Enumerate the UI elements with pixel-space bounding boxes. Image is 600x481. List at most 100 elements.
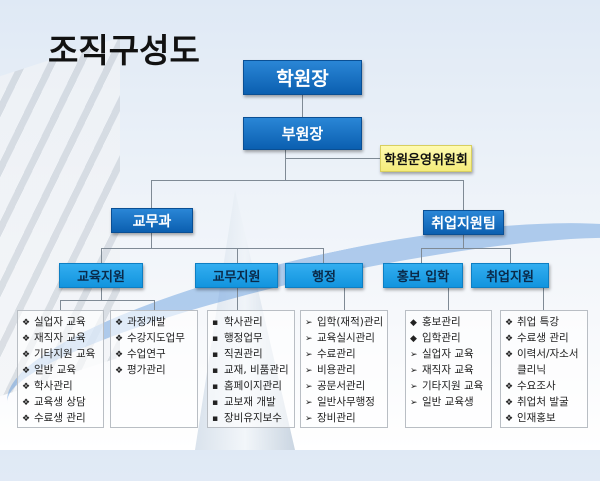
connector-line xyxy=(285,150,286,180)
list-item-text: 교재, 비품관리 xyxy=(224,364,289,376)
connector-line xyxy=(421,248,422,263)
list-item: ❖수료생 관리 xyxy=(22,410,99,426)
connector-line xyxy=(421,248,511,249)
bullet-icon: ❖ xyxy=(22,382,31,392)
node-job-support: 취업지원 xyxy=(471,263,549,288)
list-item: ▪ 행정업무 xyxy=(212,330,290,346)
list-item-text: 교보재 개발 xyxy=(224,396,276,408)
connector-line xyxy=(448,288,449,310)
bullet-icon: ▪ xyxy=(212,414,219,424)
connector-line xyxy=(237,248,238,263)
bullet-icon: ❖ xyxy=(22,334,31,344)
bullet-icon: ❖ xyxy=(22,414,31,424)
list-item-text: 비용관리 xyxy=(317,364,356,376)
bullet-icon: ➢ xyxy=(305,366,313,376)
list-item-text: 입학관리 xyxy=(422,332,461,344)
list-item: ▪ 교재, 비품관리 xyxy=(212,362,290,378)
list-item-text: 수료생 관리 xyxy=(517,332,569,344)
connector-line xyxy=(323,248,324,263)
list-item: ➢ 장비관리 xyxy=(305,410,383,426)
page-title: 조직구성도 xyxy=(48,31,200,70)
list-item-text: 수강지도업무 xyxy=(127,332,185,344)
list-item: ▪장비유지보수 xyxy=(212,410,290,426)
duty-list-admin: ➢입학(재적)관리➢교육실시관리➢수료관리➢비용관리➢공문서관리➢일반사무행정➢… xyxy=(300,310,388,428)
list-item: ➢ 일반사무행정 xyxy=(305,394,383,410)
list-item: ➢교육실시관리 xyxy=(305,330,383,346)
bullet-icon: ➢ xyxy=(410,350,418,360)
list-item: ▪ 직권관리 xyxy=(212,346,290,362)
list-item: ➢ 비용관리 xyxy=(305,362,383,378)
connector-line xyxy=(60,300,61,310)
list-item: ➢수료관리 xyxy=(305,346,383,362)
list-item-text: 이력서/자소서 xyxy=(517,348,579,360)
connector-line xyxy=(237,288,238,310)
bullet-icon: ▪ xyxy=(212,318,219,328)
list-item: ❖취업처 발굴 xyxy=(505,394,583,410)
list-item: ❖일반 교육 xyxy=(22,362,99,378)
list-item-text: 과정개발 xyxy=(127,316,166,328)
list-item-text: 실업자 교육 xyxy=(422,348,474,360)
node-director: 학원장 xyxy=(243,60,362,95)
list-item: ❖인재홍보 xyxy=(505,410,583,426)
bullet-icon: ➢ xyxy=(305,382,313,392)
bullet-icon: ❖ xyxy=(505,398,514,408)
bullet-icon: ❖ xyxy=(22,318,31,328)
list-item: ➢ 실업자 교육 xyxy=(410,346,487,362)
node-academic-support: 교무지원 xyxy=(195,263,278,288)
list-item: ❖과정개발 xyxy=(115,314,193,330)
list-item: ▪학사관리 xyxy=(212,314,290,330)
bullet-icon: ❖ xyxy=(505,334,514,344)
bullet-icon: ➢ xyxy=(410,382,418,392)
bullet-icon: ❖ xyxy=(22,398,31,408)
duty-list-pr-admission: ◆홍보관리◆입학관리➢실업자 교육➢재직자 교육➢기타지원 교육➢일반 교육생 xyxy=(405,310,492,428)
list-item-text: 교육생 상담 xyxy=(34,396,86,408)
list-item: ❖평가관리 xyxy=(115,362,193,378)
list-item-text: 취업처 발굴 xyxy=(517,396,569,408)
list-item-text: 기타지원 교육 xyxy=(34,348,96,360)
list-item-text: 행정업무 xyxy=(224,332,263,344)
list-item: ❖수료생 관리 xyxy=(505,330,583,346)
list-item-text: 공문서관리 xyxy=(317,380,366,392)
node-admin: 행정 xyxy=(285,263,363,288)
list-item: ❖수강지도업무 xyxy=(115,330,193,346)
bullet-icon: ➢ xyxy=(410,398,418,408)
connector-line xyxy=(285,158,380,159)
list-item-text: 홍보관리 xyxy=(422,316,461,328)
list-item-text: 홈페이지관리 xyxy=(224,380,282,392)
list-item-text: 취업 특강 xyxy=(517,316,559,328)
bullet-icon: ◆ xyxy=(410,334,417,344)
bullet-icon: ▪ xyxy=(212,350,219,360)
bullet-icon: ❖ xyxy=(22,350,31,360)
bullet-icon: ❖ xyxy=(115,318,124,328)
node-employment-team: 취업지원팀 xyxy=(423,210,504,235)
list-item-text: 수료생 관리 xyxy=(34,412,86,424)
list-item: ◆ 입학관리 xyxy=(410,330,487,346)
bullet-icon: ➢ xyxy=(305,414,313,424)
list-item-text: 기타지원 교육 xyxy=(422,380,484,392)
bullet-icon: ❖ xyxy=(505,382,514,392)
bullet-icon: ▪ xyxy=(212,366,219,376)
bullet-icon: ➢ xyxy=(410,366,418,376)
node-academic-dept: 교무과 xyxy=(111,208,193,233)
bullet-icon: ➢ xyxy=(305,398,313,408)
list-item-text: 평가관리 xyxy=(127,364,166,376)
list-item-text: 일반사무행정 xyxy=(317,396,375,408)
connector-line xyxy=(543,288,544,310)
bullet-icon: ▪ xyxy=(212,334,219,344)
list-item: ❖취업 특강 xyxy=(505,314,583,330)
list-item: ❖수업연구 xyxy=(115,346,193,362)
node-vice-director: 부원장 xyxy=(243,117,362,150)
list-item-text: 클리닉 xyxy=(517,364,546,376)
bullet-icon: ➢ xyxy=(305,350,313,360)
list-item-text: 장비관리 xyxy=(317,412,356,424)
list-item-text: 인재홍보 xyxy=(517,412,556,424)
list-item-text: 수요조사 xyxy=(517,380,556,392)
connector-line xyxy=(154,300,155,310)
connector-line xyxy=(101,248,324,249)
list-item: ➢일반 교육생 xyxy=(410,394,487,410)
list-item: ❖이력서/자소서 xyxy=(505,346,583,362)
list-item-text: 교육실시관리 xyxy=(317,332,375,344)
list-item-text: 직권관리 xyxy=(224,348,263,360)
duty-list-curriculum: ❖과정개발❖수강지도업무❖수업연구❖평가관리 xyxy=(110,310,198,428)
list-item: ➢재직자 교육 xyxy=(410,362,487,378)
